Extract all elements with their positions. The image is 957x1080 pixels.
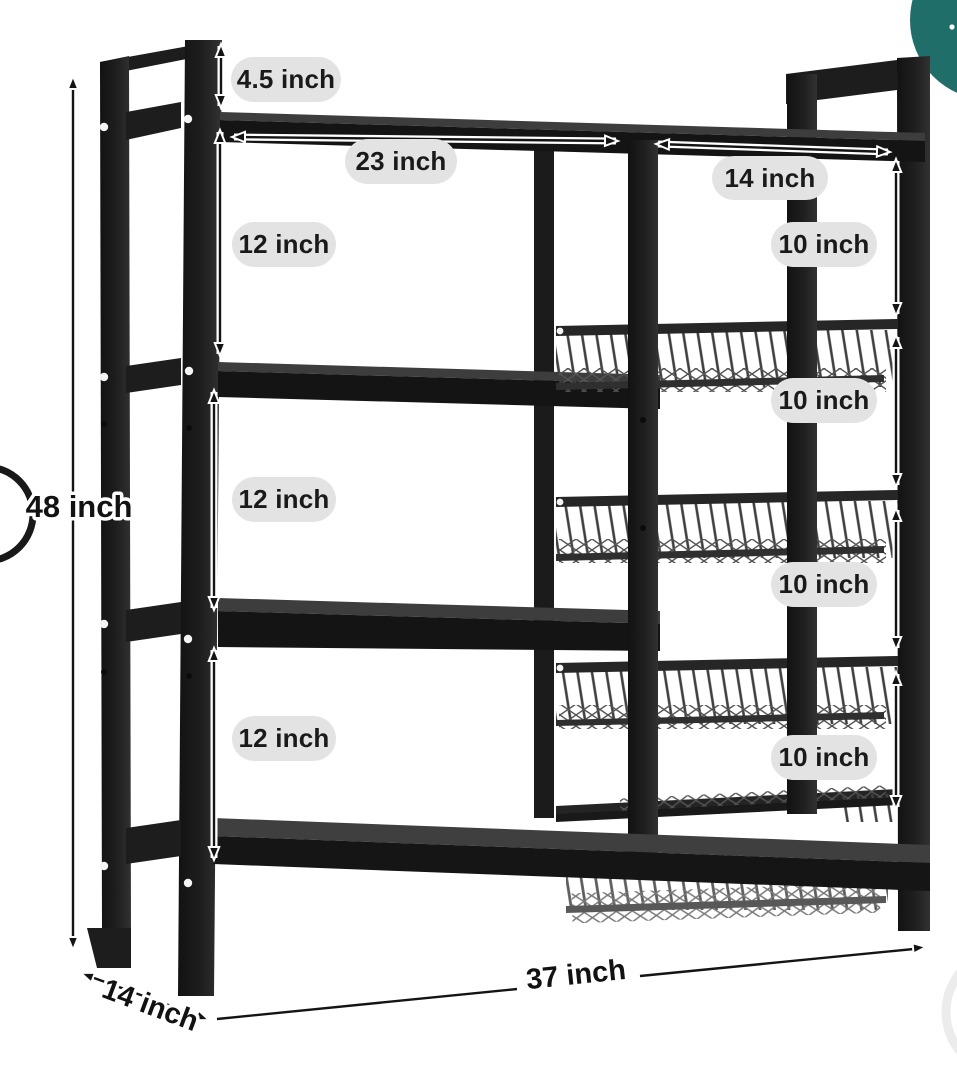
dim-overall-width (216, 940, 928, 1021)
dim-right-gap-3 (889, 507, 903, 651)
right-gap-label-1: 10 inch (771, 222, 877, 267)
dim-top-gap (214, 43, 228, 109)
left-column-width-label: 23 inch (345, 139, 457, 184)
wire-basket-2 (556, 490, 898, 563)
right-front-post (787, 162, 817, 812)
right-gap-label-4: 10 inch (771, 735, 877, 780)
left-gap-label-1: 12 inch (232, 222, 336, 267)
dim-right-gap-4 (889, 671, 903, 810)
overall-width-label: 37 inch (525, 954, 628, 996)
dim-right-width (654, 137, 892, 159)
dim-left-gap-2 (207, 389, 221, 611)
gray-corner-arc (941, 969, 957, 1055)
badge-dot (949, 24, 955, 30)
middle-shelf (218, 362, 660, 409)
left-edge-ring (0, 465, 37, 563)
top-gap-label: 4.5 inch (231, 57, 341, 102)
lower-shelf (218, 598, 660, 651)
left-frame (87, 40, 222, 996)
screws (99, 114, 194, 888)
dim-overall-depth (78, 967, 212, 1026)
left-gap-label-2: 12 inch (232, 477, 336, 522)
basket-tower-back-post (534, 150, 554, 818)
dim-right-gap-2 (889, 334, 903, 488)
overall-height-label: 48 inch (26, 489, 133, 524)
dim-right-gap-1 (889, 158, 903, 317)
dim-overall-height (66, 75, 80, 951)
dim-left-gap-1 (213, 129, 227, 357)
wire-basket-3 (556, 656, 898, 729)
right-gap-label-2: 10 inch (771, 378, 877, 423)
dim-left-gap-3 (207, 647, 221, 861)
bottom-shelf (213, 818, 930, 891)
right-column-width-label: 14 inch (712, 156, 828, 200)
center-post (628, 140, 658, 858)
left-gap-label-3: 12 inch (232, 716, 336, 761)
teal-corner-badge (910, 0, 957, 93)
wire-tray (556, 785, 898, 822)
right-gap-label-3: 10 inch (771, 562, 877, 607)
